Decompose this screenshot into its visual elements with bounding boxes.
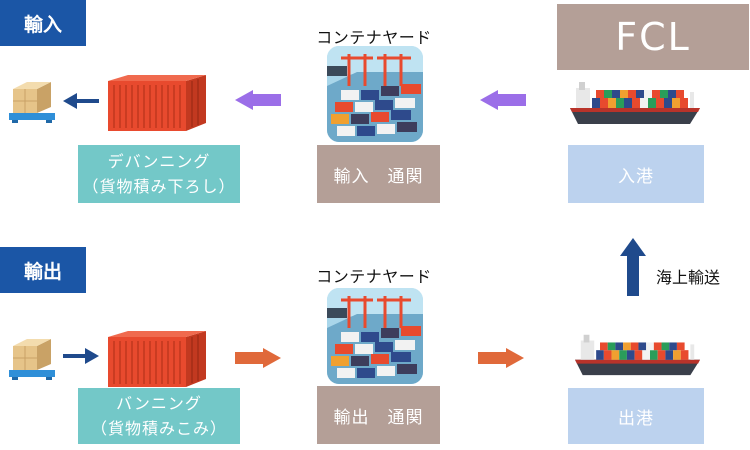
- arrival-port-label: 入港: [618, 166, 654, 187]
- cargo-ship-icon: [575, 330, 700, 378]
- vanning-box: バンニング （貨物積みこみ）: [78, 388, 240, 444]
- arrow-left-icon: [63, 93, 99, 109]
- arrow-right-orange-icon: [235, 348, 281, 368]
- vanning-sublabel: （貨物積みこみ）: [90, 419, 227, 438]
- devanning-box: デバンニング （貨物積み下ろし）: [78, 145, 240, 203]
- container-yard-icon: [327, 46, 423, 142]
- export-tag: 輸出: [0, 247, 86, 293]
- departure-port-box: 出港: [568, 388, 704, 444]
- export-tag-label: 輸出: [23, 260, 62, 283]
- pallet-boxes-icon: [8, 332, 56, 380]
- arrow-right-icon: [63, 348, 99, 364]
- export-customs-label: 輸出 通関: [333, 407, 424, 428]
- arrow-left-purple-icon: [235, 90, 281, 110]
- arrow-right-orange-icon: [478, 348, 524, 368]
- arrow-up-icon: [620, 238, 646, 296]
- arrival-port-box: 入港: [568, 145, 704, 203]
- container-yard-label: コンテナヤード: [316, 28, 432, 47]
- fcl-label: FCL: [615, 15, 691, 59]
- import-tag-label: 輸入: [23, 13, 62, 36]
- export-customs-box: 輸出 通関: [317, 386, 440, 444]
- arrow-left-purple-icon: [480, 90, 526, 110]
- shipping-container-icon: [108, 329, 208, 387]
- devanning-label: デバンニング: [107, 152, 211, 171]
- pallet-boxes-icon: [8, 75, 56, 123]
- cargo-ship-icon: [570, 78, 700, 126]
- import-customs-box: 輸入 通関: [317, 145, 440, 203]
- devanning-sublabel: （貨物積み下ろし）: [82, 177, 236, 196]
- container-yard-icon: [327, 288, 423, 384]
- departure-port-label: 出港: [618, 408, 654, 429]
- shipping-container-icon: [108, 73, 208, 131]
- sea-transport-label: 海上輸送: [656, 268, 721, 287]
- import-tag: 輸入: [0, 0, 86, 46]
- vanning-label: バンニング: [116, 394, 202, 413]
- import-customs-label: 輸入 通関: [333, 166, 424, 187]
- container-yard-label: コンテナヤード: [316, 267, 432, 286]
- fcl-label-box: FCL: [557, 4, 749, 70]
